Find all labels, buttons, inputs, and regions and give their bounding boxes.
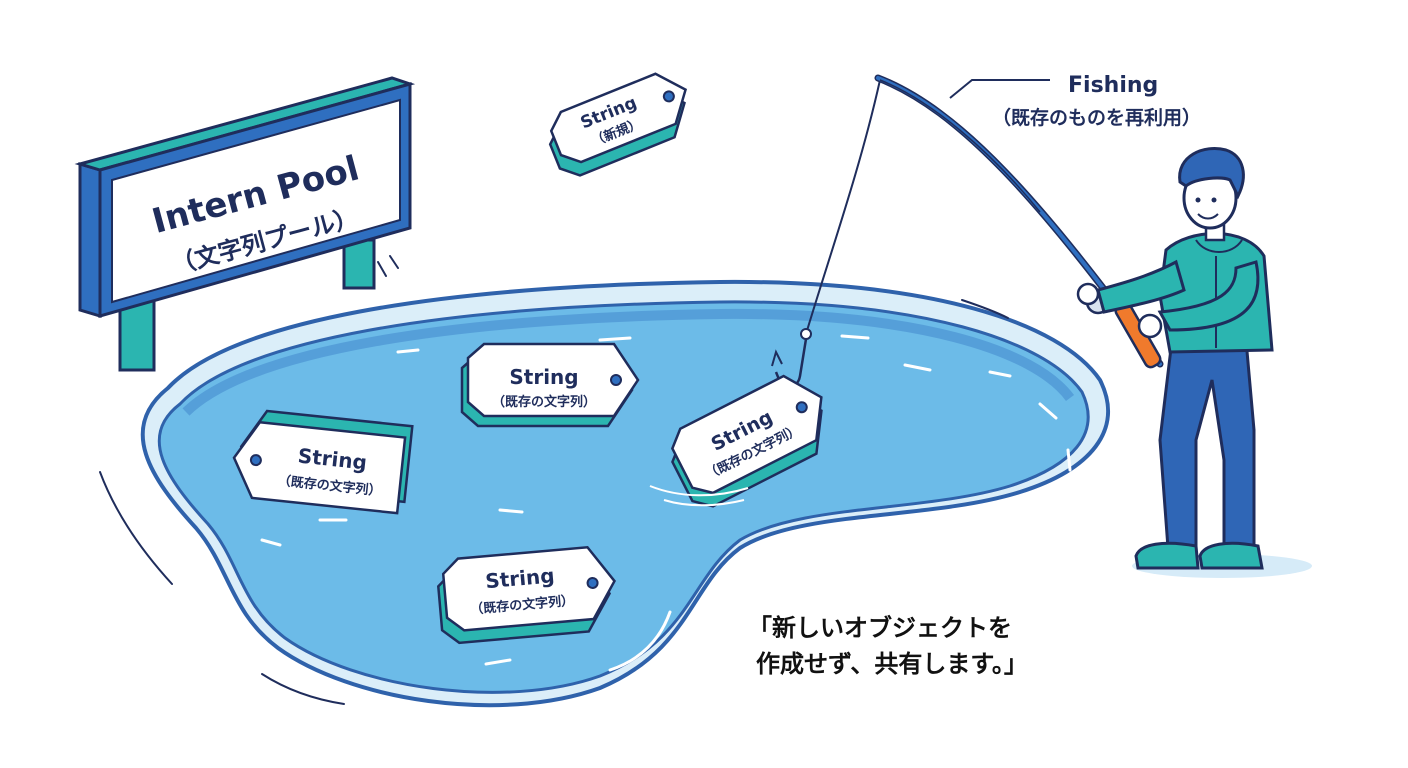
arm-right: [1157, 260, 1260, 332]
hair: [1178, 147, 1245, 200]
shoe-left: [1134, 541, 1200, 570]
sign-post-right: [342, 238, 376, 290]
hand-right: [1137, 313, 1163, 339]
pond-water: [157, 300, 1090, 694]
fishing-label: Fishing （既存のものを再利用）: [949, 73, 1201, 129]
hooked-tag-ripple: [649, 485, 749, 507]
arm-left: [1096, 259, 1186, 314]
sign-board-face: [111, 98, 401, 304]
tag-sub: （既存の文字列）: [492, 394, 596, 410]
tag-hole: [795, 401, 808, 414]
sign-post-left: [118, 298, 156, 372]
pond: [99, 279, 1111, 708]
string-tag-new: String （新規）: [548, 72, 688, 177]
line-swivel: [800, 328, 812, 340]
sign-board-side: [78, 161, 102, 319]
fishing-label-note: （既存のものを再利用）: [992, 106, 1201, 129]
hand-left: [1076, 282, 1100, 306]
tag-hole: [249, 454, 262, 467]
fisherman: [1076, 147, 1312, 578]
tag-title: String: [509, 365, 578, 389]
label-leader-line: [949, 79, 1050, 99]
string-tag-pooled-2: String （既存の文字列）: [232, 409, 414, 515]
quote-line-1: 「新しいオブジェクトを: [748, 614, 1012, 642]
string-tag-pooled-3: String （既存の文字列）: [436, 545, 616, 645]
fishing-label-title: Fishing: [1068, 73, 1158, 98]
tag-hole: [662, 90, 675, 103]
eye-right: [1211, 197, 1217, 203]
tag-hole: [586, 576, 599, 589]
caption-quote: 「新しいオブジェクトを 作成せず、共有します。」: [748, 614, 1028, 678]
pond-inner-shade: [182, 308, 1075, 416]
quote-line-2: 作成せず、共有します。」: [756, 650, 1028, 678]
jeans: [1158, 338, 1256, 550]
pond-motion-lines: [99, 299, 1009, 705]
string-tag-pooled-1: String （既存の文字列）: [460, 342, 640, 428]
string-tag-hooked: String （既存の文字列）: [670, 374, 823, 508]
eye-left: [1195, 197, 1201, 203]
shoe-right: [1198, 541, 1264, 570]
smile: [1197, 213, 1219, 220]
tag-hole: [610, 374, 622, 386]
sign-wobble-lines: [377, 255, 399, 277]
